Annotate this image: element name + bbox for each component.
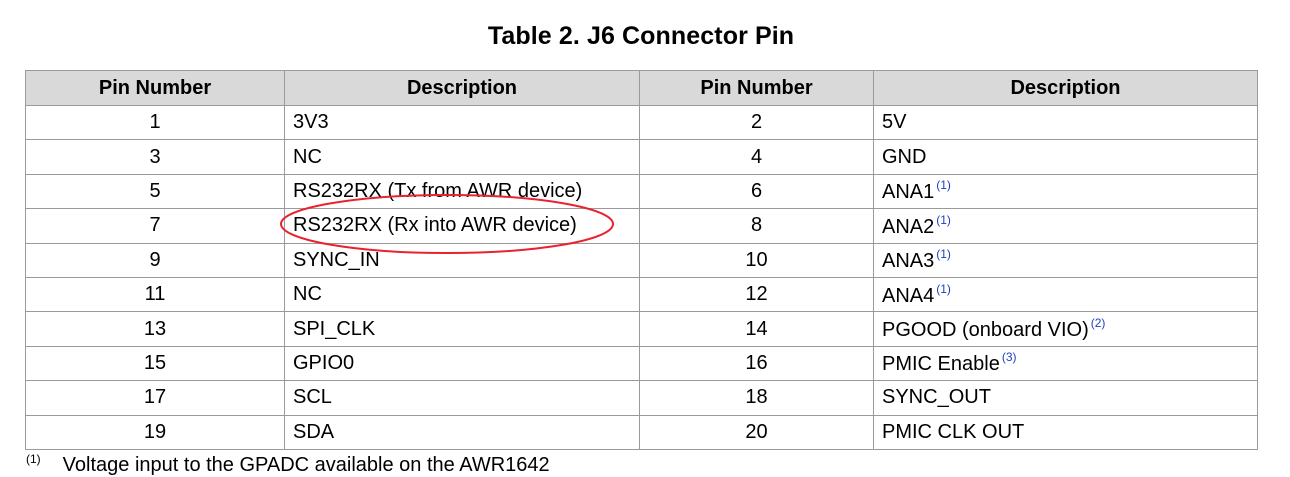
connector-pin-table: Pin Number Description Pin Number Descri…	[25, 70, 1258, 450]
description-right: ANA2(1)	[873, 208, 1258, 244]
table-header-row: Pin Number Description Pin Number Descri…	[25, 70, 1258, 106]
pin-number-left: 19	[25, 414, 285, 450]
description-right: ANA3(1)	[873, 242, 1258, 278]
pin-number-left: 5	[25, 173, 285, 210]
pin-number-right: 12	[639, 276, 874, 313]
footnote-reference-link[interactable]: (1)	[936, 212, 951, 227]
description-right-text: GND	[882, 145, 927, 168]
pin-number-left: 15	[25, 345, 285, 382]
description-left: SYNC_IN	[284, 242, 640, 278]
pin-number-right: 20	[639, 414, 874, 450]
pin-number-left: 9	[25, 242, 285, 278]
pin-number-left: 7	[25, 208, 285, 244]
pin-number-right: 8	[639, 208, 874, 244]
description-right: ANA4(1)	[873, 276, 1258, 313]
table-title: Table 2. J6 Connector Pin	[487, 22, 795, 50]
footnote-reference-link[interactable]: (1)	[936, 247, 951, 262]
description-right-text: ANA4	[882, 284, 935, 307]
description-right: PGOOD (onboard VIO)(2)	[873, 311, 1258, 347]
pin-number-left: 11	[25, 276, 285, 313]
pin-number-right: 10	[639, 242, 874, 278]
footnote-reference-link[interactable]: (2)	[1090, 316, 1106, 331]
header-description-left: Description	[284, 70, 640, 106]
pin-number-left: 1	[25, 104, 285, 141]
description-right: PMIC Enable(3)	[873, 345, 1258, 382]
header-description-right: Description	[873, 70, 1258, 106]
pin-number-right: 18	[639, 380, 874, 416]
pin-number-right: 14	[639, 311, 874, 347]
description-right-text: SYNC_OUT	[882, 386, 991, 409]
pin-number-left: 3	[25, 139, 285, 175]
description-left: RS232RX (Rx into AWR device)	[284, 208, 640, 244]
description-right-text: PMIC Enable	[882, 353, 1000, 376]
pin-number-right: 4	[639, 139, 874, 175]
footnote-mark: (1)	[26, 452, 41, 466]
pin-number-right: 6	[639, 173, 874, 210]
footnote-reference-link[interactable]: (1)	[936, 178, 951, 193]
description-left: NC	[284, 276, 640, 313]
description-right: ANA1(1)	[873, 173, 1258, 210]
description-right: 5V	[873, 104, 1258, 141]
pin-number-right: 16	[639, 345, 874, 382]
footnote-reference-link[interactable]: (3)	[1001, 350, 1017, 365]
description-right-text: ANA2	[882, 215, 935, 238]
header-pin-number-left: Pin Number	[25, 70, 285, 106]
description-right: GND	[873, 139, 1258, 175]
description-right: SYNC_OUT	[873, 380, 1258, 416]
description-left: 3V3	[284, 104, 640, 141]
description-right-text: ANA1	[882, 181, 935, 204]
footnote: (1) Voltage input to the GPADC available …	[26, 452, 550, 477]
description-left: GPIO0	[284, 345, 640, 382]
description-left: SDA	[284, 414, 640, 450]
pin-number-right: 2	[639, 104, 874, 141]
description-right-text: ANA3	[882, 250, 935, 273]
header-pin-number-right: Pin Number	[639, 70, 874, 106]
description-right-text: PGOOD (onboard VIO)	[882, 319, 1089, 342]
pin-number-left: 13	[25, 311, 285, 347]
description-right-text: PMIC CLK OUT	[882, 420, 1025, 443]
description-right-text: 5V	[882, 111, 907, 134]
description-right: PMIC CLK OUT	[873, 414, 1258, 450]
footnote-reference-link[interactable]: (1)	[936, 281, 951, 296]
description-left: RS232RX (Tx from AWR device)	[284, 173, 640, 210]
description-left: SCL	[284, 380, 640, 416]
pin-number-left: 17	[25, 380, 285, 416]
footnote-text: Voltage input to the GPADC available on …	[62, 454, 550, 476]
description-left: NC	[284, 139, 640, 175]
description-left: SPI_CLK	[284, 311, 640, 347]
